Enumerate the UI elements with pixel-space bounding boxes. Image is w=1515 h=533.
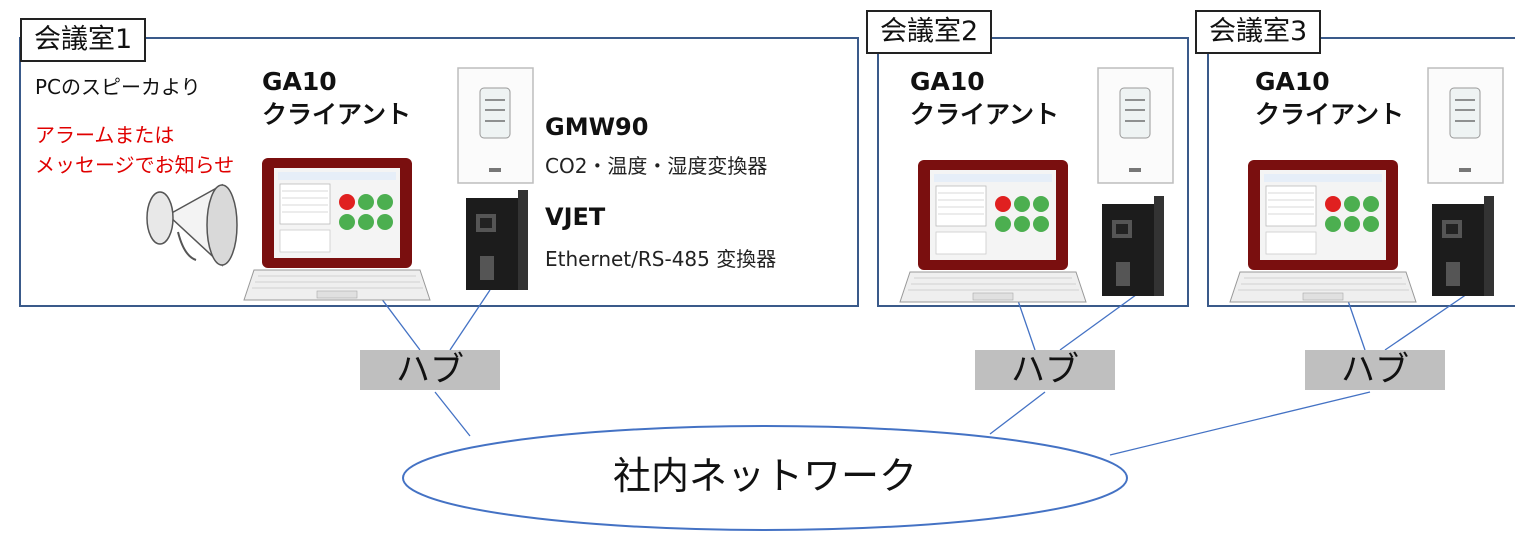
converter-name: VJET bbox=[545, 203, 606, 231]
alarm-note-line2: アラームまたは bbox=[35, 123, 175, 147]
transmitter-name: GMW90 bbox=[545, 113, 649, 141]
transmitter-description: CO2・温度・湿度変換器 bbox=[545, 154, 768, 178]
hub-box: ハブ bbox=[975, 350, 1115, 390]
hub-box: ハブ bbox=[360, 350, 500, 390]
client-title-line2: クライアント bbox=[1255, 100, 1405, 129]
client-title-line1: GA10 bbox=[910, 67, 985, 96]
converter-icon bbox=[1102, 196, 1164, 296]
alarm-note-line3: メッセージでお知らせ bbox=[35, 153, 235, 177]
network-label: 社内ネットワーク bbox=[612, 454, 917, 498]
megaphone-icon bbox=[146, 183, 238, 267]
converter-icon bbox=[466, 190, 528, 290]
laptop-icon bbox=[243, 157, 431, 301]
alarm-note-line1: PCのスピーカより bbox=[35, 75, 201, 99]
laptop-icon bbox=[1229, 159, 1417, 303]
hub-box: ハブ bbox=[1305, 350, 1445, 390]
room-label: 会議室1 bbox=[20, 18, 147, 62]
transmitter-icon bbox=[1427, 67, 1504, 184]
room-label: 会議室2 bbox=[866, 10, 993, 54]
transmitter-icon bbox=[1097, 67, 1174, 184]
room-label: 会議室3 bbox=[1195, 10, 1322, 54]
client-title-line1: GA10 bbox=[1255, 67, 1330, 96]
converter-icon bbox=[1432, 196, 1494, 296]
transmitter-icon bbox=[457, 67, 534, 184]
client-title-line2: クライアント bbox=[910, 100, 1060, 129]
client-title-line2: クライアント bbox=[262, 100, 412, 129]
converter-description: Ethernet/RS-485 変換器 bbox=[545, 247, 777, 271]
client-title-line1: GA10 bbox=[262, 67, 337, 96]
laptop-icon bbox=[899, 159, 1087, 303]
